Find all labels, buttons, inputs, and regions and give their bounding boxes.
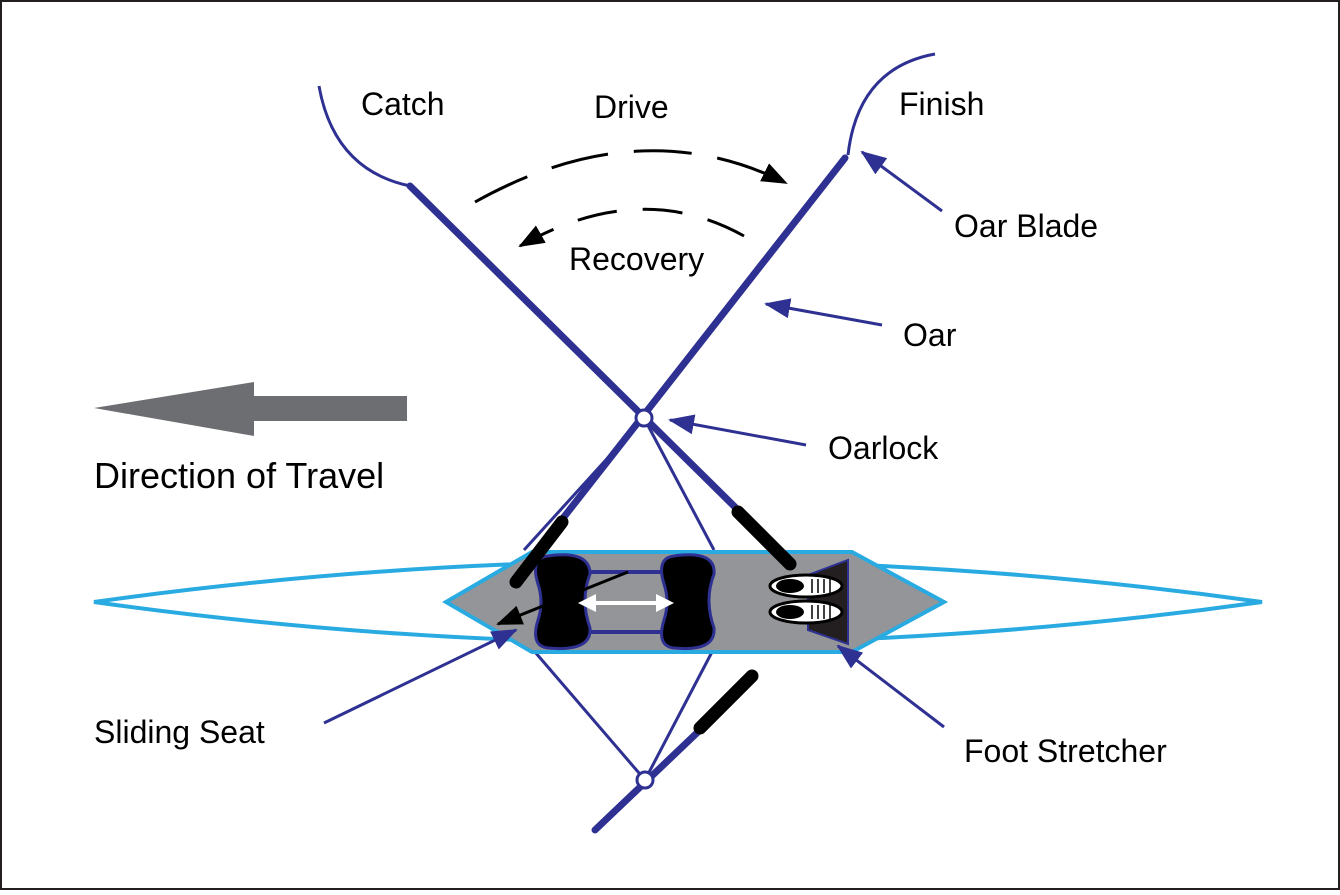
- recovery-label: Recovery: [569, 241, 704, 277]
- sliding-seat-rear: [534, 553, 592, 651]
- oar-blade-pointer: [860, 150, 943, 213]
- sliding-seat-front: [660, 553, 716, 651]
- oar-handle: [509, 515, 569, 589]
- oarlock-top: [634, 408, 654, 428]
- foot-stretcher-label: Foot Stretcher: [964, 733, 1167, 769]
- oar-blade-finish: [846, 52, 936, 156]
- direction-arrow: [94, 382, 407, 436]
- oar-label: Oar: [903, 317, 957, 353]
- oar-handle: [731, 505, 797, 571]
- foot-stretcher-pointer: [836, 644, 945, 729]
- slide-direction-arrow: [578, 594, 674, 612]
- seat-motion-arrow: [496, 570, 629, 626]
- recovery-arc-arrow: [518, 207, 745, 248]
- catch-label: Catch: [361, 86, 445, 122]
- finish-label: Finish: [899, 86, 984, 122]
- drive-label: Drive: [594, 89, 669, 125]
- sliding-seat-label: Sliding Seat: [94, 714, 265, 750]
- sliding-seat-pointer: [323, 628, 518, 725]
- oar-pointer: [764, 298, 883, 327]
- oar-handle-bottom: [693, 669, 759, 735]
- oar-blade-label: Oar Blade: [954, 208, 1098, 244]
- shoes-icon: [768, 573, 844, 625]
- oar-finish-position: [556, 154, 849, 526]
- oar-blade-catch: [317, 85, 411, 188]
- oarlock-bottom: [635, 770, 655, 790]
- drive-arc-arrow: [474, 149, 788, 204]
- oar-catch-position: [406, 182, 744, 516]
- oarlock-label: Oarlock: [828, 430, 939, 466]
- oarlock-pointer: [668, 414, 807, 447]
- direction-of-travel-label: Direction of Travel: [94, 455, 384, 496]
